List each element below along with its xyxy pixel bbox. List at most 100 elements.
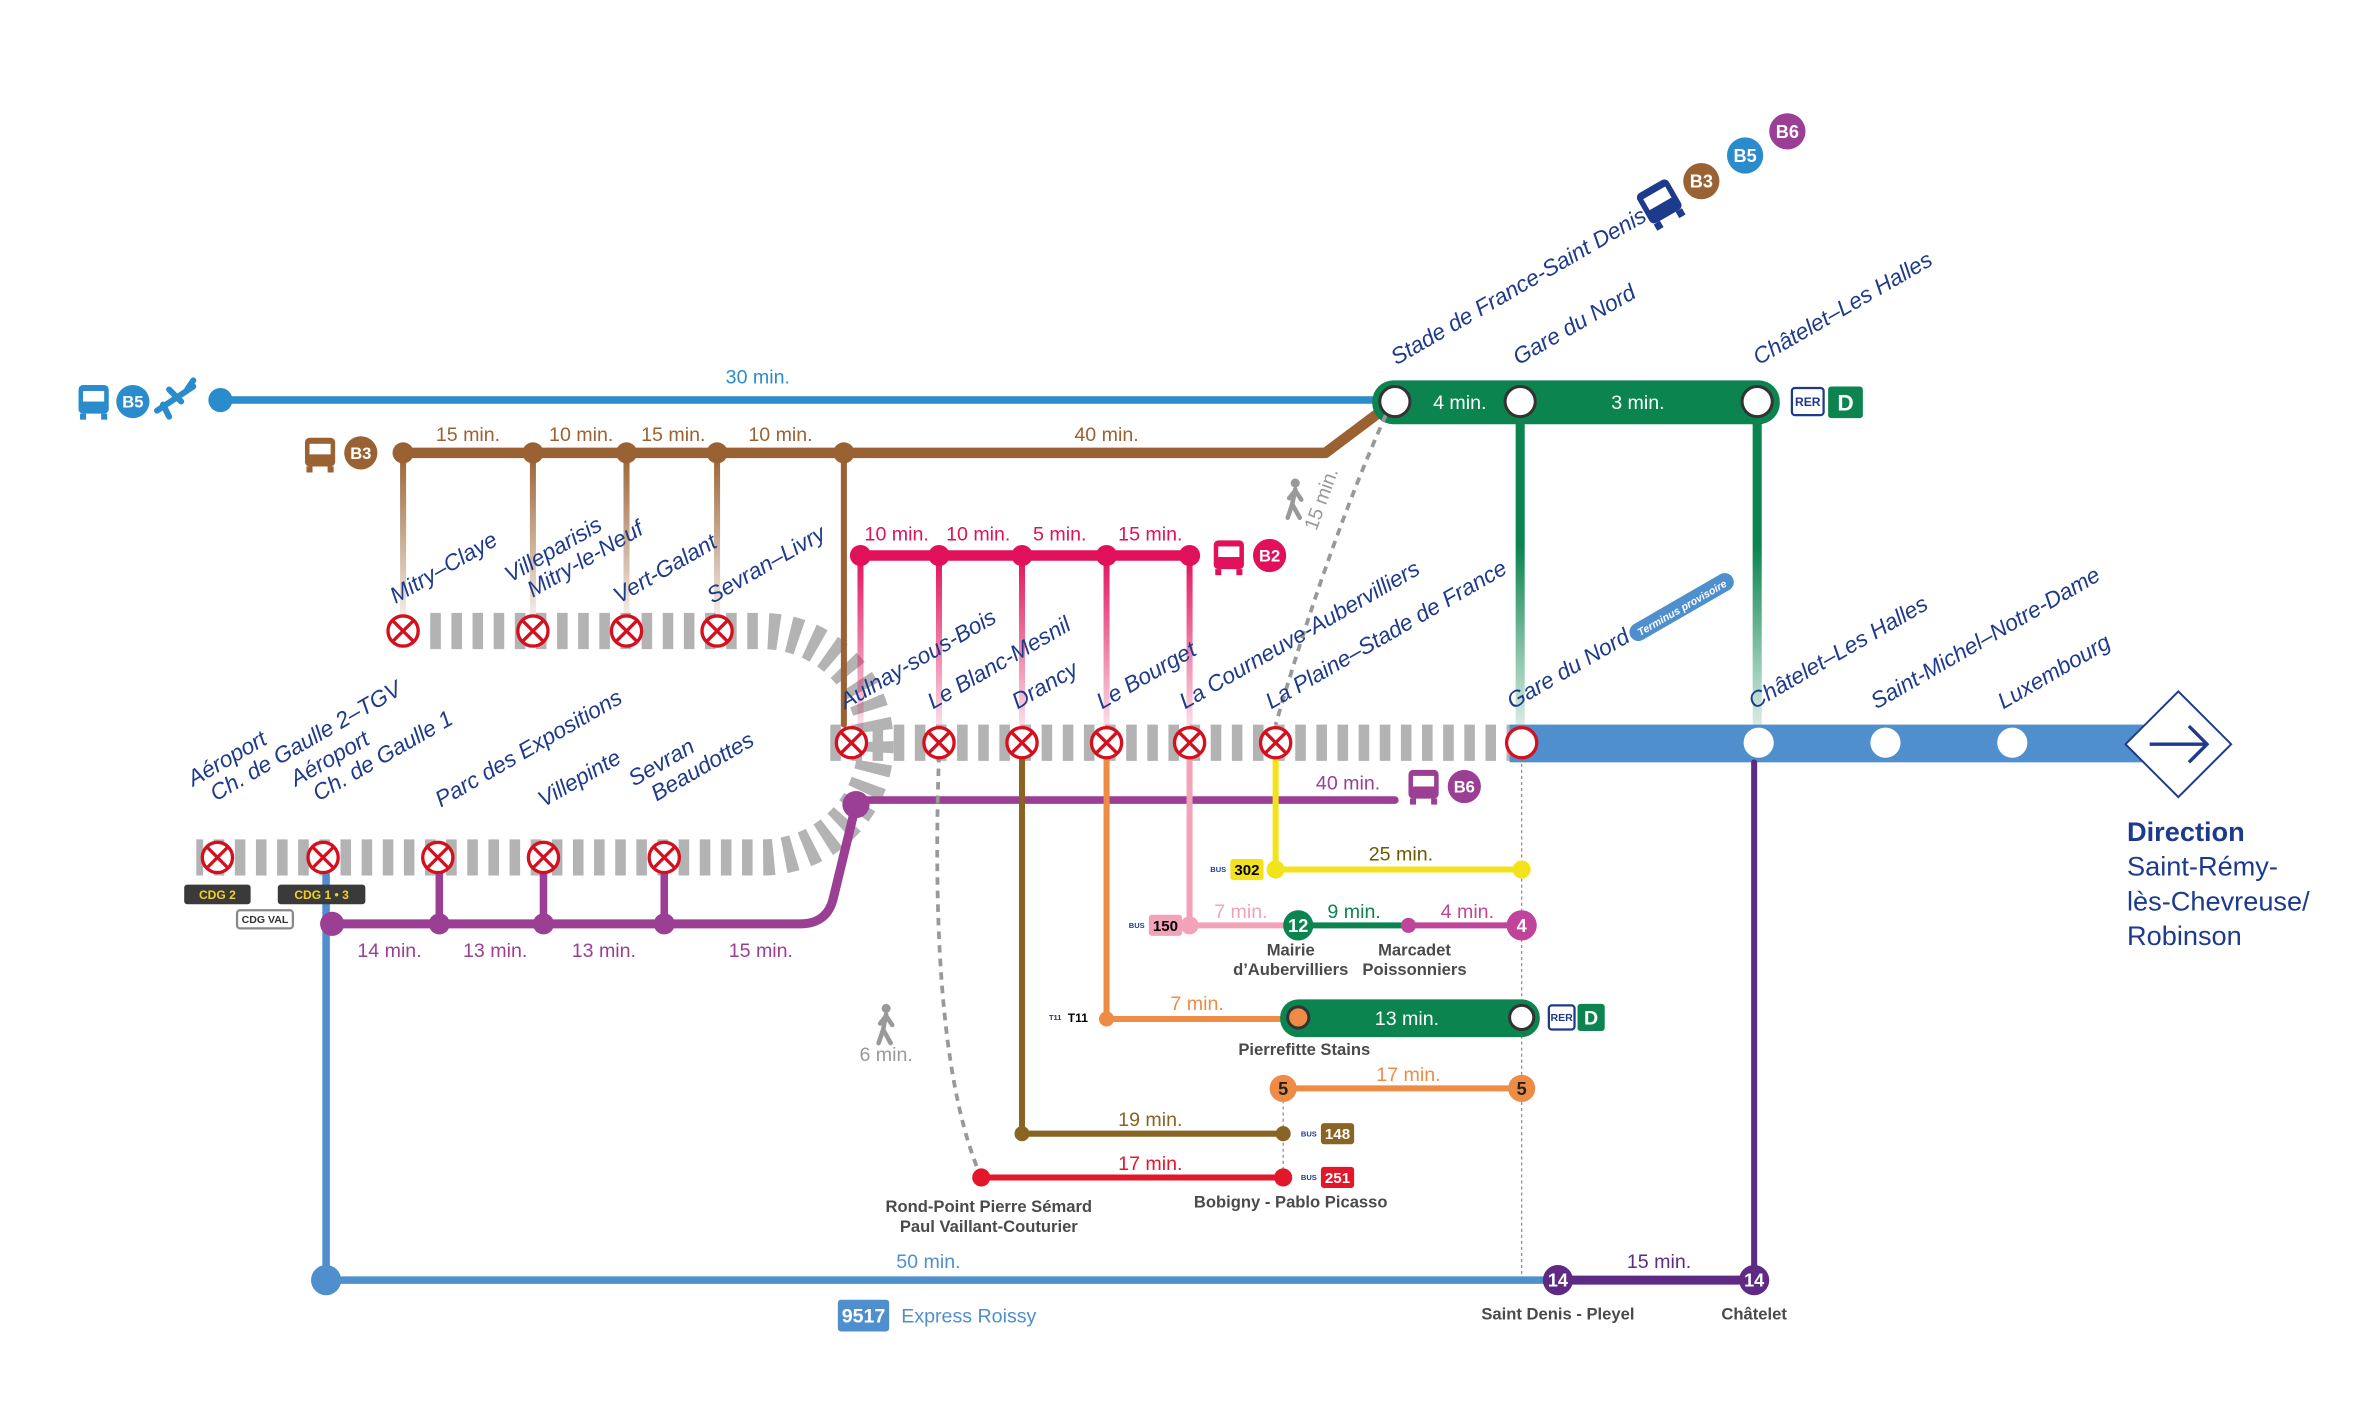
bus-148-stop[interactable] <box>1014 1126 1030 1142</box>
stop-label: d’Aubervilliers <box>1233 960 1348 979</box>
b6-badge[interactable]: B6 <box>1447 769 1481 804</box>
metro-12-time: 9 min. <box>1327 901 1380 923</box>
closed-station-icon[interactable] <box>922 725 956 760</box>
bus-150-badge[interactable]: 150 <box>1148 914 1183 936</box>
bus-window <box>1412 775 1435 787</box>
metro-14-badge[interactable]: 14 <box>1739 1265 1770 1296</box>
bus-148-time: 19 min. <box>1118 1109 1182 1131</box>
metro-12-badge[interactable]: 12 <box>1283 910 1314 941</box>
rer-badge[interactable]: RER <box>1547 1004 1576 1031</box>
bus-302-badge-bus-tag[interactable]: BUS <box>1207 860 1229 879</box>
closed-station-icon[interactable] <box>609 614 644 648</box>
closed-station-icon[interactable] <box>1089 725 1124 760</box>
rer-d-badge-text: D <box>1584 1008 1598 1030</box>
b2-badge-label: B2 <box>1259 547 1280 566</box>
bus-251-stop[interactable] <box>972 1168 991 1187</box>
closed-station-icon[interactable] <box>1258 725 1293 760</box>
metro-14-badge-circle <box>1739 1265 1770 1296</box>
b3-badge[interactable]: B3 <box>344 436 378 470</box>
closed-station-icon[interactable] <box>1172 725 1207 760</box>
cdg-val-badge[interactable]: CDG VAL <box>235 909 295 930</box>
b3-stop[interactable] <box>706 442 728 464</box>
bus-251-badge-text: 251 <box>1325 1170 1350 1187</box>
closed-station-icon[interactable] <box>200 840 235 875</box>
rer-d-station[interactable] <box>1508 1003 1536 1032</box>
b2-badge-circle <box>1252 538 1287 573</box>
stop-label: Châtelet <box>1721 1304 1787 1323</box>
cdg2-badge[interactable]: CDG 2 <box>184 884 251 905</box>
closed-station-icon[interactable] <box>516 614 550 648</box>
b2-stop[interactable] <box>1011 544 1033 567</box>
closed-station-icon[interactable] <box>700 614 734 648</box>
b3-stop[interactable] <box>522 442 544 464</box>
tram-5-badge[interactable]: 5 <box>1508 1074 1536 1102</box>
b3-stop[interactable] <box>833 442 855 464</box>
bus-icon <box>1636 179 1686 231</box>
b6-time: 13 min. <box>463 940 527 962</box>
rer-d-station[interactable] <box>1503 384 1537 419</box>
b5-badge[interactable]: B5 <box>1726 137 1764 174</box>
bus-302-stop[interactable] <box>1266 860 1285 879</box>
pedestrian-icon <box>1285 478 1304 521</box>
bus-302-badge[interactable]: 302 <box>1230 858 1264 881</box>
closed-station-icon[interactable] <box>421 840 455 875</box>
metro-4-badge[interactable]: 4 <box>1506 910 1537 941</box>
bus-wheel <box>1215 569 1222 576</box>
rer-d-station[interactable] <box>1378 384 1412 419</box>
closed-station-icon[interactable] <box>647 840 682 875</box>
express-roissy-badge[interactable]: 9517 <box>837 1299 890 1332</box>
b5-terminus[interactable] <box>208 387 233 413</box>
b6-badge[interactable]: B6 <box>1769 113 1806 150</box>
marcadet-stop[interactable] <box>1400 917 1417 933</box>
b6-stop[interactable] <box>653 913 675 935</box>
express-roissy-terminus[interactable] <box>311 1265 342 1296</box>
b2-stop[interactable] <box>849 544 872 567</box>
bus-148-badge-bus-tag[interactable]: BUS <box>1298 1124 1320 1143</box>
rer-d-badge[interactable]: D <box>1577 1003 1605 1032</box>
b6-stop[interactable] <box>842 791 870 819</box>
closed-station-icon[interactable] <box>306 840 340 875</box>
closed-station-icon[interactable] <box>526 840 561 875</box>
b2-stop[interactable] <box>928 544 950 567</box>
station-label: Saint-Michel–Notre-Dame <box>1866 562 2104 714</box>
tram-11-badge[interactable]: T11 <box>1065 1008 1090 1027</box>
b6-stop[interactable] <box>320 911 345 936</box>
tram-5-badge[interactable]: 5 <box>1269 1074 1297 1102</box>
tram-11-stop[interactable] <box>1099 1011 1115 1027</box>
metro-14-badge[interactable]: 14 <box>1542 1265 1574 1296</box>
closed-station-icon[interactable] <box>386 614 420 648</box>
b5-badge[interactable]: B5 <box>116 384 150 419</box>
b3-badge[interactable]: B3 <box>1683 163 1720 200</box>
b3-stop[interactable] <box>615 442 638 464</box>
closed-station-icon[interactable] <box>1005 725 1039 760</box>
bus-150-stop[interactable] <box>1180 916 1199 935</box>
station-gare-du-nord[interactable] <box>1504 725 1539 760</box>
bus-148-badge[interactable]: 148 <box>1320 1123 1355 1145</box>
rer-d-station[interactable] <box>1740 384 1774 419</box>
b3-badge-circle <box>1683 163 1720 200</box>
b6-stop[interactable] <box>532 913 555 935</box>
b2-stop[interactable] <box>1095 544 1118 567</box>
bus-251-badge-bus-tag[interactable]: BUS <box>1298 1168 1320 1187</box>
b3-branch <box>714 452 721 619</box>
pierrefitte-station[interactable] <box>1286 1005 1311 1030</box>
station[interactable] <box>1870 727 1901 758</box>
rer-badge[interactable]: RER <box>1790 386 1825 417</box>
station[interactable] <box>1997 727 2028 758</box>
closed-station-icon[interactable] <box>834 725 869 760</box>
stop-label: Bobigny - Pablo Picasso <box>1194 1193 1388 1212</box>
bus-148-stop[interactable] <box>1275 1126 1291 1142</box>
b3-stop[interactable] <box>392 442 414 464</box>
bus-150-badge-bus-tag[interactable]: BUS <box>1126 916 1148 935</box>
rer-d-badge[interactable]: D <box>1828 386 1863 419</box>
bus-251-stop[interactable] <box>1274 1168 1293 1187</box>
b2-stop[interactable] <box>1179 544 1201 567</box>
direction-destination: lès-Chevreuse/ <box>2127 885 2310 916</box>
bus-251-badge[interactable]: 251 <box>1320 1166 1355 1189</box>
tram-icon[interactable]: T11 <box>1044 1008 1066 1027</box>
station[interactable] <box>1743 727 1774 758</box>
b2-badge[interactable]: B2 <box>1252 538 1287 573</box>
bus-302-stop[interactable] <box>1512 860 1531 879</box>
cdg13-badge[interactable]: CDG 1 • 3 <box>277 884 366 905</box>
b6-stop[interactable] <box>428 913 450 935</box>
